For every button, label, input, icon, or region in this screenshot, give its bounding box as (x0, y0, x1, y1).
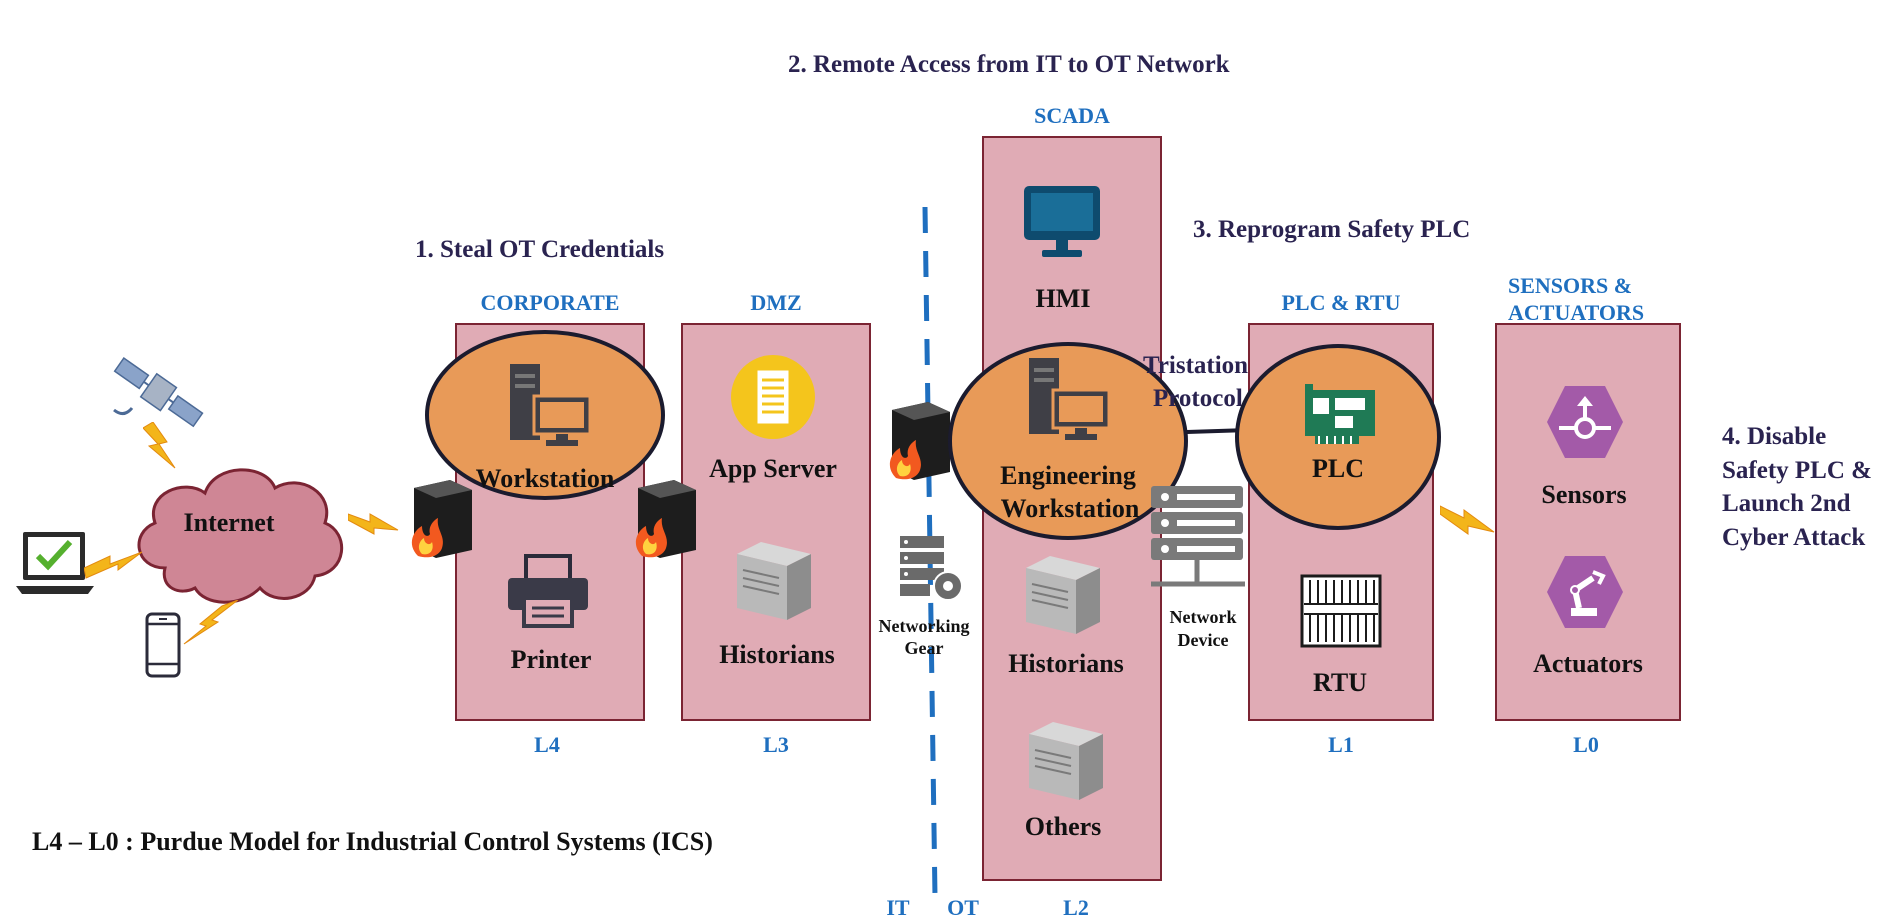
rtu-rack-icon (1300, 574, 1382, 648)
printer-icon (508, 554, 588, 628)
historians-server-icon (1026, 556, 1100, 634)
historians-server-icon (737, 542, 811, 620)
app-server-icon (731, 355, 815, 439)
hmi-monitor-icon (1024, 186, 1100, 257)
network-device-icon (1151, 486, 1245, 587)
step2-label: 2. Remote Access from IT to OT Network (788, 51, 1230, 78)
engineering-workstation-label-line2: Workstation (1000, 494, 1140, 523)
rtu-label: RTU (1313, 668, 1367, 697)
level-label-l1: L1 (1328, 732, 1354, 757)
step4-line1: 4. Disable (1722, 423, 1827, 450)
hmi-label: HMI (1035, 284, 1091, 313)
tristation-protocol-line2: Protocol (1153, 385, 1243, 412)
printer-label: Printer (510, 645, 592, 674)
workstation-computer-icon (510, 364, 592, 446)
satellite-icon (113, 357, 204, 428)
zone-title-plc-rtu: PLC & RTU (1281, 290, 1401, 315)
firewall-icon (635, 480, 696, 558)
level-label-l3: L3 (763, 732, 789, 757)
lightning-phone-icon (183, 600, 239, 645)
actuators-label: Actuators (1533, 649, 1643, 678)
engineering-workstation-computer-icon (1029, 358, 1111, 440)
network-device-line1: Network (1169, 607, 1237, 627)
networking-gear-line2: Gear (904, 638, 944, 658)
workstation-label: Workstation (475, 464, 615, 493)
lightning-sensors-icon (1440, 505, 1495, 535)
zone-title-dmz: DMZ (750, 290, 802, 315)
networking-gear-line1: Networking (878, 616, 970, 636)
zone-sensors-actuators (1495, 323, 1681, 721)
others-label: Others (1024, 812, 1102, 841)
step1-label: 1. Steal OT Credentials (415, 236, 665, 263)
tristation-protocol-line1: Tristation (1143, 352, 1249, 379)
lightning-laptop-icon (84, 551, 143, 579)
level-label-l4: L4 (534, 732, 560, 757)
sensors-label: Sensors (1541, 480, 1627, 509)
step4-line3: Launch 2nd (1722, 490, 1851, 517)
network-device-line2: Device (1177, 630, 1229, 650)
it-ot-boundary-line (922, 206, 938, 898)
plc-label: PLC (1312, 454, 1364, 483)
lightning-satellite-icon (143, 422, 176, 469)
actuator-icon (1547, 556, 1623, 628)
engineering-workstation-label-line1: Engineering (1000, 461, 1136, 490)
ot-label: OT (947, 895, 979, 920)
step4-line2: Safety PLC & (1722, 457, 1872, 484)
laptop-icon (16, 532, 94, 594)
plc-card-icon (1305, 384, 1375, 444)
zone-title-scada: SCADA (1034, 103, 1110, 128)
step3-label: 3. Reprogram Safety PLC (1193, 216, 1471, 243)
networking-gear-icon (900, 536, 963, 601)
zone-title-sensors-line1: SENSORS & (1508, 273, 1633, 298)
workstation-ellipse (425, 330, 665, 500)
zone-title-sensors-line2: ACTUATORS (1508, 300, 1645, 325)
historians-label-dmz: Historians (719, 640, 835, 669)
it-label: IT (886, 895, 910, 920)
footer-caption: L4 – L0 : Purdue Model for Industrial Co… (32, 827, 713, 856)
level-label-l0: L0 (1573, 732, 1599, 757)
firewall-icon (411, 480, 472, 558)
firewall-icon (889, 402, 950, 480)
internet-cloud-icon (137, 468, 343, 604)
zone-title-corporate: CORPORATE (480, 290, 620, 315)
engineering-workstation-ellipse (948, 342, 1188, 540)
sensor-icon (1547, 386, 1623, 458)
lightning-corporate-icon (348, 513, 399, 535)
app-server-label: App Server (709, 454, 837, 483)
phone-icon (145, 612, 181, 678)
step4-line4: Cyber Attack (1722, 524, 1866, 551)
others-server-icon (1029, 722, 1103, 800)
historians-label-scada: Historians (1008, 649, 1124, 678)
internet-label: Internet (183, 508, 275, 537)
level-label-l2: L2 (1063, 895, 1089, 920)
